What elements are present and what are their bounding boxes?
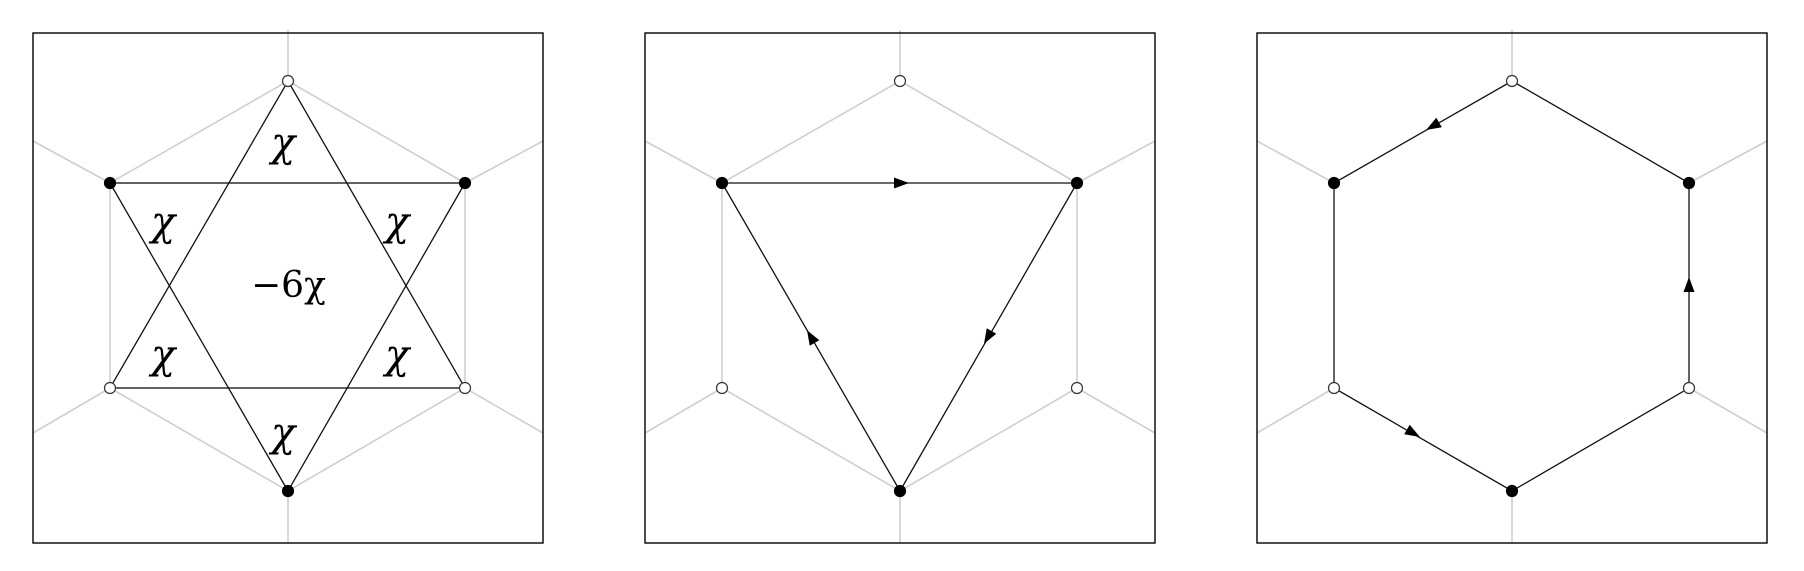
- vertex-filled-bottom: [893, 484, 907, 498]
- vertex-open-top: [1505, 74, 1519, 88]
- vertex-filled-bottom: [1505, 484, 1519, 498]
- star-triangles: [108, 79, 467, 493]
- chi-label-upper-right: χ: [382, 199, 412, 245]
- arrow-lower-left-edge-icon: [1404, 424, 1420, 437]
- panel-triangle: [644, 30, 1156, 544]
- vertex-filled-upper-left: [1327, 176, 1341, 190]
- arrow-down-left-icon: [984, 328, 997, 344]
- chi-label-top: χ: [268, 120, 298, 166]
- vertex-filled-bottom: [281, 484, 295, 498]
- vertices: [1327, 74, 1696, 498]
- panel-star: χ χ χ χ χ χ −6χ: [32, 30, 544, 544]
- arrow-right-icon: [894, 177, 909, 189]
- arrow-right-edge-icon: [1683, 277, 1695, 292]
- vertex-open-lower-left: [103, 381, 117, 395]
- panel-hexagon: [1256, 30, 1768, 544]
- vertex-open-top: [893, 74, 907, 88]
- vertices: [103, 74, 472, 498]
- vertex-filled-upper-right: [458, 176, 472, 190]
- up-triangle: [108, 79, 467, 389]
- vertex-open-top: [281, 74, 295, 88]
- vertex-open-lower-right: [458, 381, 472, 395]
- down-triangle: [108, 182, 467, 493]
- vertex-filled-upper-right: [1682, 176, 1696, 190]
- vertex-open-lower-right: [1682, 381, 1696, 395]
- vertex-filled-upper-left: [715, 176, 729, 190]
- panel-frame: [32, 32, 544, 544]
- vertex-filled-upper-right: [1070, 176, 1084, 190]
- oriented-triangle: [721, 177, 1078, 492]
- center-weight-label: −6χ: [251, 265, 326, 306]
- vertex-open-lower-left: [1327, 381, 1341, 395]
- hexagon-path: [1333, 80, 1690, 492]
- vertex-open-lower-right: [1070, 381, 1084, 395]
- chi-label-lower-left: χ: [148, 332, 178, 378]
- oriented-hexagon: [1333, 80, 1695, 492]
- chi-label-lower-right: χ: [382, 332, 412, 378]
- vertices: [715, 74, 1084, 498]
- lattice-lines: [644, 30, 1156, 543]
- arrow-upper-left-edge-icon: [1426, 117, 1442, 130]
- chi-label-upper-left: χ: [148, 199, 178, 245]
- panel-frame: [644, 32, 1156, 544]
- vertex-filled-upper-left: [103, 176, 117, 190]
- arrow-up-left-icon: [807, 330, 820, 346]
- vertex-open-lower-left: [715, 381, 729, 395]
- lattice-lines: [1256, 30, 1768, 543]
- chi-label-bottom: χ: [268, 410, 298, 456]
- weight-labels: χ χ χ χ χ χ −6χ: [148, 120, 412, 456]
- panel-frame: [1256, 32, 1768, 544]
